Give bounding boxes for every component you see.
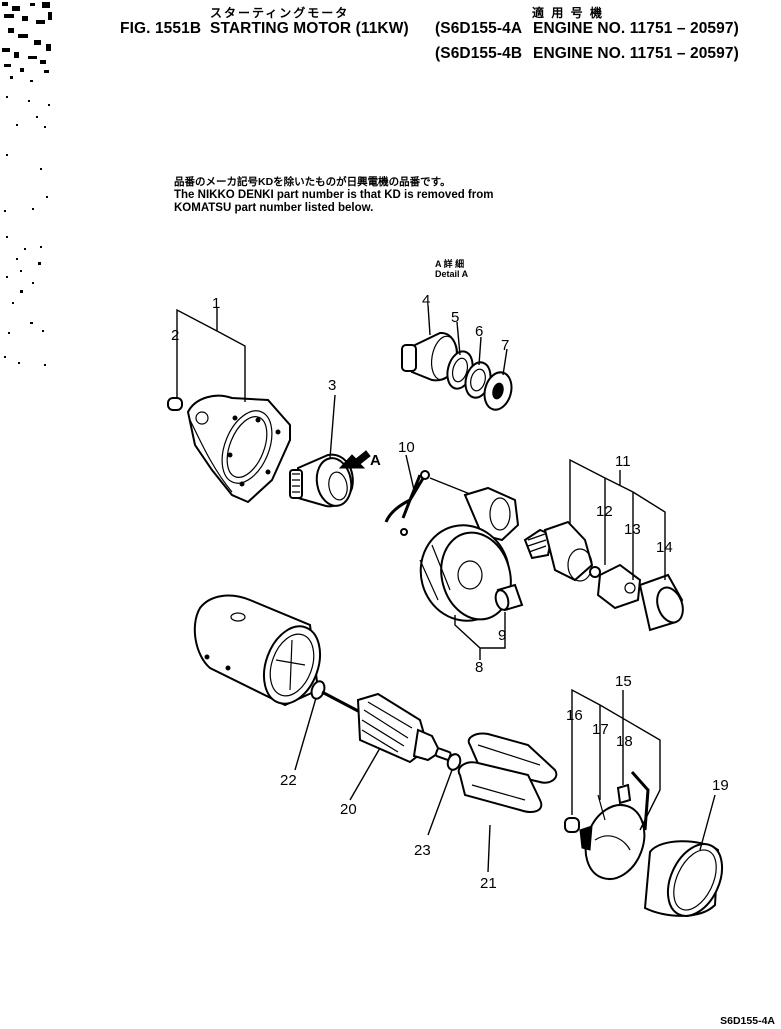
plunger-12 [589, 566, 601, 578]
pinion-4 [401, 331, 459, 382]
leader-23 [427, 769, 453, 836]
callout-4: 4 [422, 292, 430, 309]
callout-9: 9 [498, 627, 506, 644]
cover-band-19 [643, 840, 724, 917]
washer-23 [446, 753, 462, 771]
callout-5: 5 [451, 309, 459, 326]
arrow-a-label: A [370, 452, 381, 469]
contact-13 [596, 563, 642, 610]
callout-19: 19 [712, 777, 729, 794]
armature-20 [321, 690, 452, 764]
engine-range-b: ENGINE NO. 11751 – 20597) [533, 45, 739, 62]
leader-20 [349, 747, 381, 801]
leader-15 [571, 688, 661, 831]
callout-22: 22 [280, 772, 297, 789]
drive-housing [186, 394, 291, 504]
callout-15: 15 [615, 673, 632, 690]
detail-a-label-en: Detail A [435, 269, 469, 279]
callout-21: 21 [480, 875, 497, 892]
bushing-2 [167, 397, 183, 411]
leader-7 [502, 348, 508, 376]
callout-3: 3 [328, 377, 336, 394]
pinion-clutch-3 [289, 453, 354, 508]
note-japanese: 品番のメーカ記号KDを除いたものが日興電機の品番です。 [174, 176, 451, 188]
leader-8-9 [454, 612, 506, 660]
detail-a-label-jp: A 詳 細 [435, 259, 465, 269]
leader-11 [569, 458, 666, 580]
leader-19 [699, 794, 716, 851]
cap-14 [638, 573, 684, 632]
bushing-9 [494, 583, 524, 612]
shift-lever-10 [384, 470, 430, 536]
model-a: (S6D155-4A [435, 20, 523, 37]
leader-4 [427, 304, 431, 336]
yoke [193, 594, 322, 707]
callout-17: 17 [592, 721, 609, 738]
gear-housing-8 [419, 486, 520, 622]
engine-range-a: ENGINE NO. 11751 – 20597) [533, 20, 739, 37]
figure-label: FIG. 1551B [120, 20, 202, 37]
leader-22 [294, 697, 317, 771]
callout-16: 16 [566, 707, 583, 724]
footer-model-code: S6D155-4A [720, 1015, 775, 1027]
leader-1 [176, 308, 246, 402]
leader-10-link [429, 477, 471, 495]
rear-cover-15 [579, 771, 650, 880]
applicable-label-jp: 適 用 号 機 [532, 6, 605, 20]
arrow-a-icon [338, 450, 371, 469]
leader-5 [456, 321, 461, 356]
callout-18: 18 [616, 733, 633, 750]
callout-7: 7 [501, 337, 509, 354]
callout-11: 11 [615, 453, 631, 470]
plate-7 [483, 371, 513, 411]
callout-2: 2 [171, 327, 179, 344]
japanese-title: スターティングモータ [210, 6, 350, 20]
callout-23: 23 [414, 842, 431, 859]
leader-21 [487, 824, 491, 873]
bushing-16 [564, 817, 580, 833]
model-b: (S6D155-4B [435, 45, 523, 62]
scan-noise [2, 2, 52, 366]
callout-1: 1 [212, 295, 220, 312]
page-title: STARTING MOTOR (11KW) [210, 20, 409, 37]
callout-10: 10 [398, 439, 415, 456]
leader-10 [405, 454, 415, 491]
callout-8: 8 [475, 659, 483, 676]
leader-6 [478, 336, 482, 366]
note-line-1: The NIKKO DENKI part number is that KD i… [174, 189, 494, 201]
note-line-2: KOMATSU part number listed below. [174, 202, 374, 214]
brush-spring-17 [597, 794, 606, 821]
callout-20: 20 [340, 801, 357, 818]
magnetic-switch-11 [523, 520, 594, 582]
callout-14: 14 [656, 539, 673, 556]
callout-6: 6 [475, 323, 483, 340]
callout-13: 13 [624, 521, 641, 538]
clip-18 [616, 783, 632, 805]
leader-3 [329, 394, 336, 459]
callout-12: 12 [596, 503, 613, 520]
brush-holder-21 [457, 732, 558, 813]
